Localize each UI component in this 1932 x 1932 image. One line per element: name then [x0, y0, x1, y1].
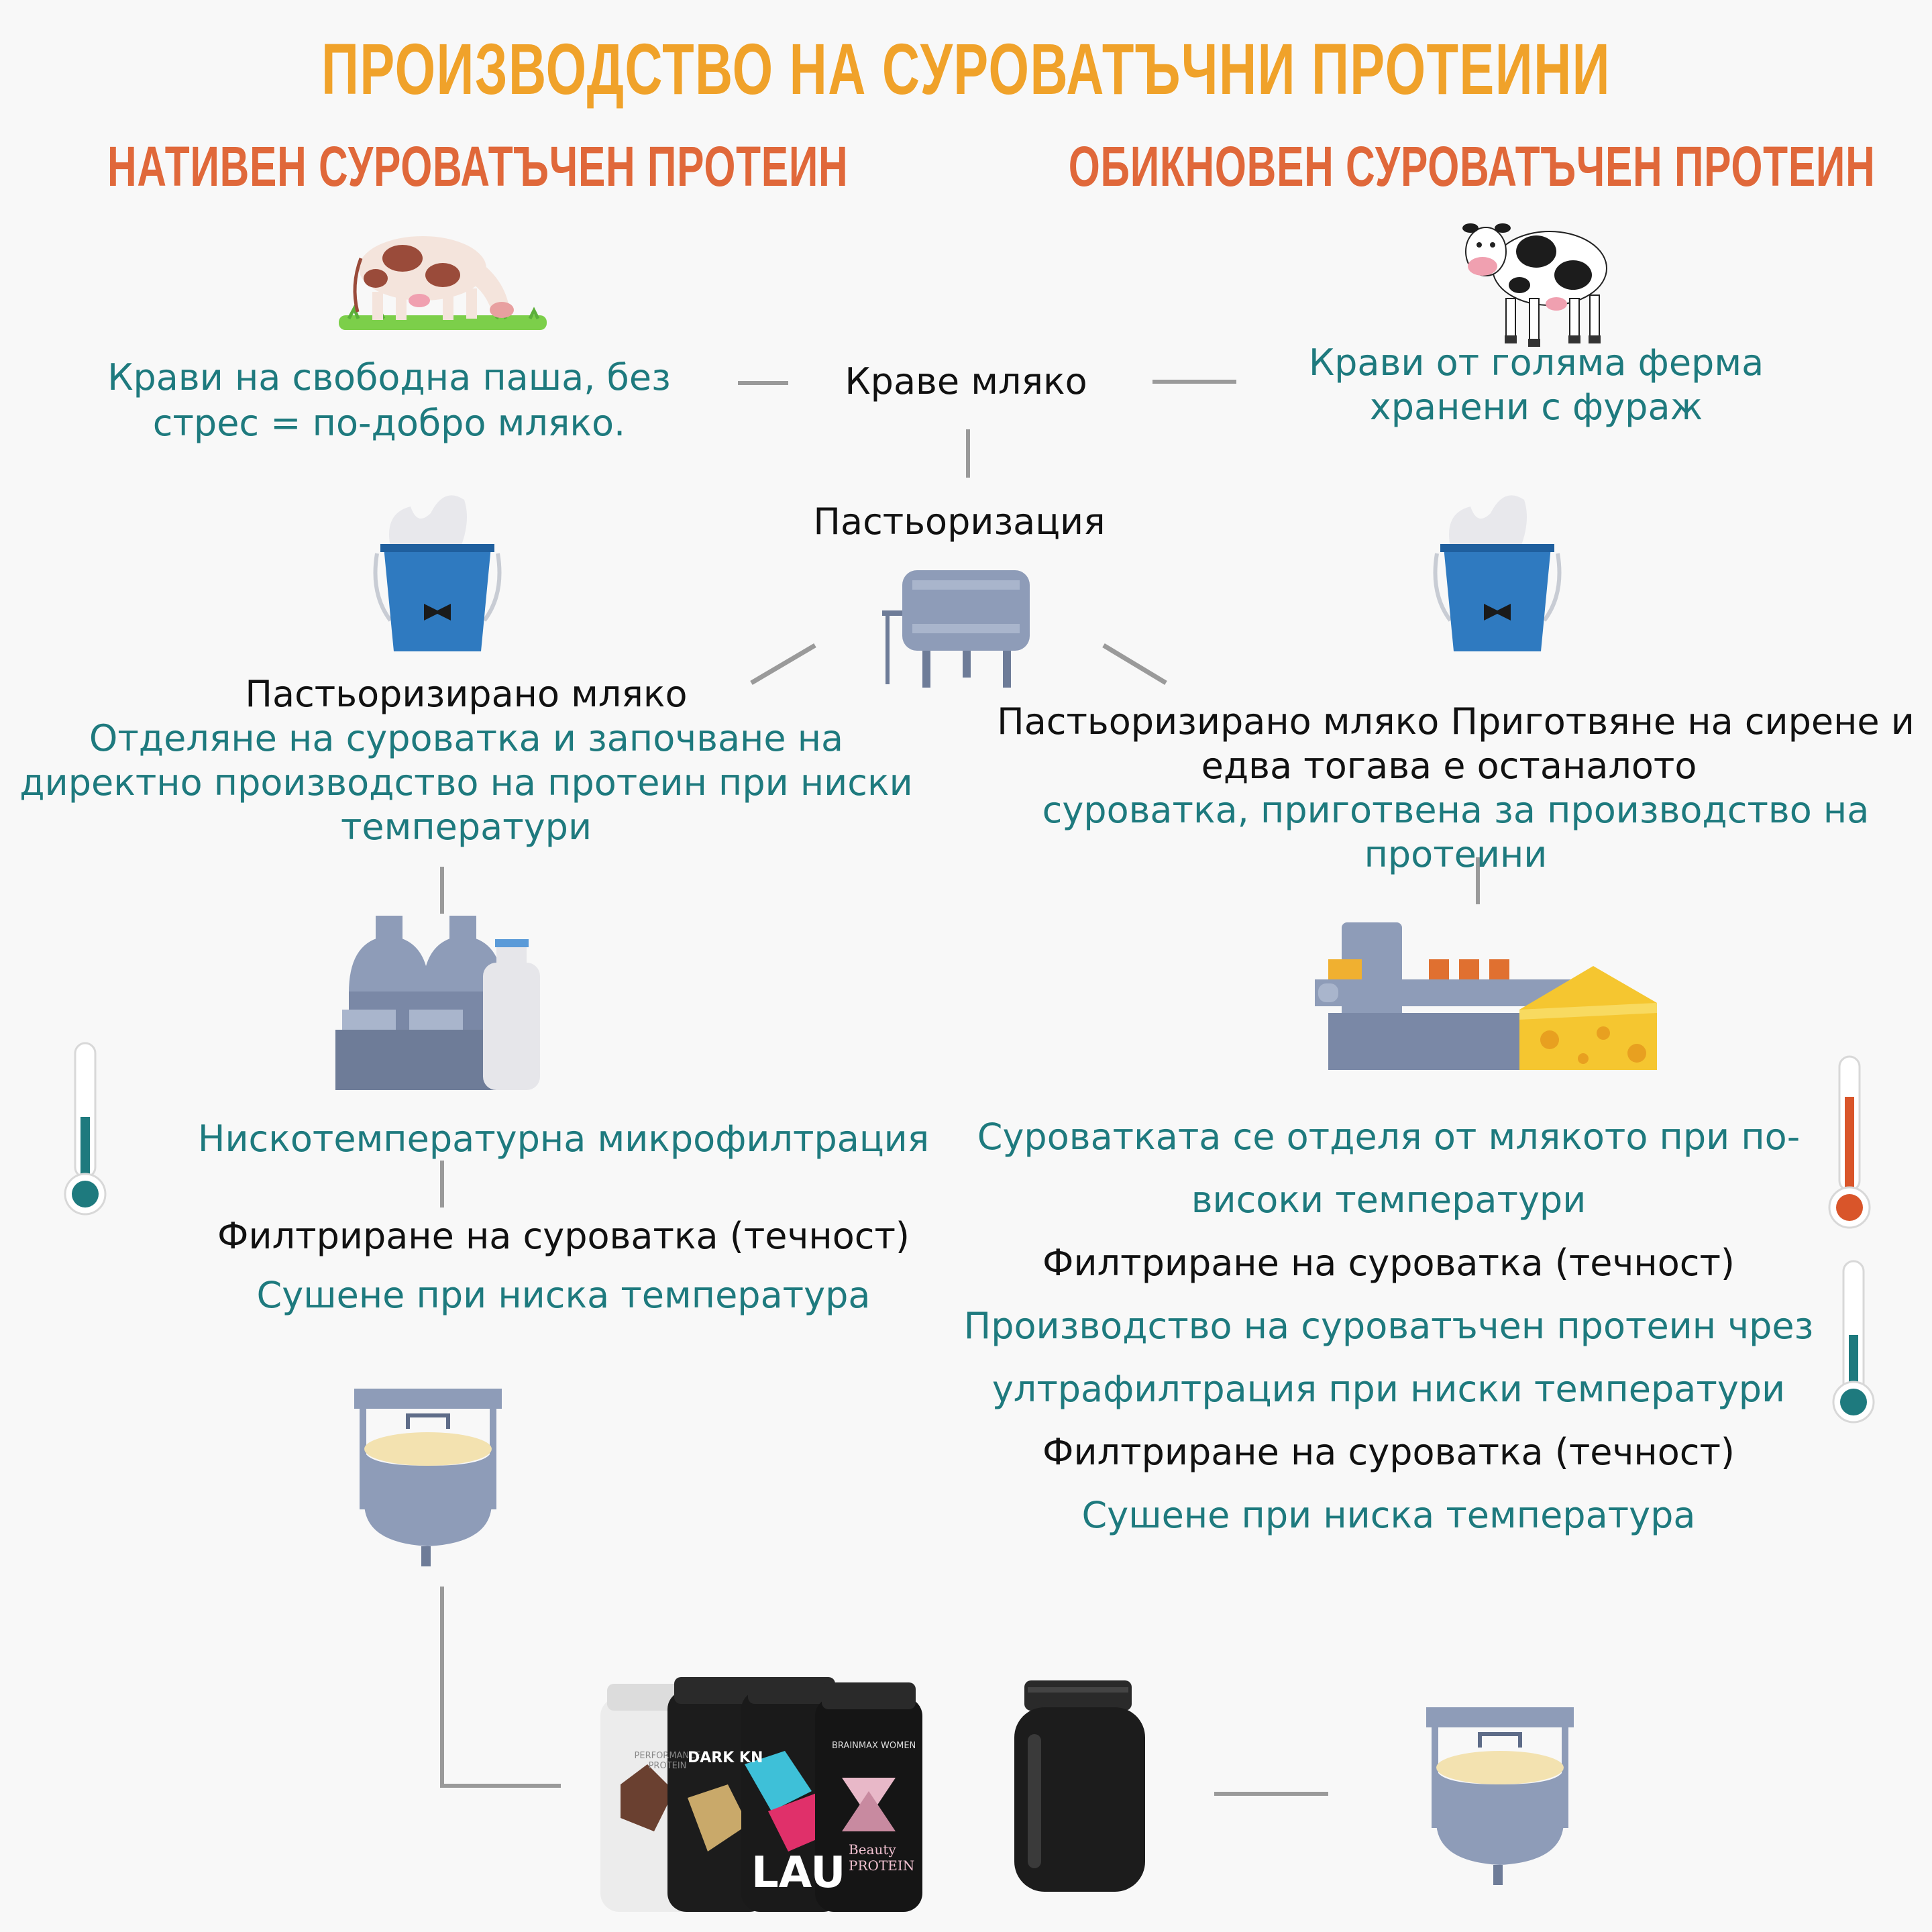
jar-3-label: LAU [751, 1848, 846, 1898]
page-title: ПРОИЗВОДСТВО НА СУРОВАТЪЧНИ ПРОТЕИНИ [321, 28, 1611, 109]
right-pasteurized-2: едва тогава е останалото [1201, 745, 1697, 787]
right-heading: ОБИКНОВЕН СУРОВАТЪЧЕН ПРОТЕИН [1068, 135, 1875, 198]
cow-milk-label: Краве мляко [845, 360, 1087, 402]
left-separation-1: Отделяне на суроватка и започване на [89, 717, 844, 759]
cold-thermometer-icon [1832, 1260, 1875, 1424]
jar-4-brand: BRAINMAX WOMEN [832, 1741, 916, 1751]
right-cows-text-2: хранени с фураж [1369, 386, 1703, 428]
milk-bucket-icon [373, 495, 502, 651]
pasteurization-label: Пастьоризация [813, 500, 1106, 543]
right-drying: Сушене при ниска температура [1081, 1494, 1696, 1536]
left-pasteurized-label: Пастьоризирано мляко [245, 673, 688, 715]
drying-vat-icon [1426, 1707, 1574, 1885]
left-microfiltration: Нискотемпературна микрофилтрация [197, 1118, 930, 1160]
left-separation-3: температури [340, 806, 592, 848]
connector-left-down [440, 1587, 444, 1788]
jar-1-label: PERFORMANCE PROTEIN [634, 1751, 701, 1771]
right-separation-2: високи температури [1191, 1179, 1587, 1221]
drying-vat-icon [354, 1389, 502, 1566]
pasteurizer-machine-icon [882, 570, 1030, 688]
connector-left-products [440, 1784, 561, 1788]
jar-4-label: Beauty PROTEIN [849, 1841, 915, 1874]
cheese-factory-icon [1315, 922, 1657, 1070]
right-pasteurized-1: Пастьоризирано мляко Приготвяне на сирен… [997, 700, 1915, 743]
connector-left-cows [738, 381, 788, 385]
right-ultrafiltration-2: ултрафилтрация при ниски температури [991, 1368, 1786, 1410]
left-filtering: Филтриране на суроватка (течност) [217, 1215, 910, 1257]
left-cows-text-2: стрес = по-добро мляко. [152, 402, 626, 444]
milk-bucket-icon [1433, 495, 1562, 651]
native-protein-products: PERFORMANCE PROTEIN DARK KN LAU BRAINMAX… [600, 1677, 969, 1919]
hot-thermometer-icon [1828, 1055, 1871, 1229]
left-cows-text-1: Крави на свободна паша, без [107, 356, 671, 398]
connector-left-microfiltration [440, 1161, 444, 1208]
connector-right-cows [1152, 380, 1236, 384]
left-separation-2: директно производство на протеин при нис… [19, 761, 913, 804]
right-filtering-2: Филтриране на суроватка (течност) [1042, 1431, 1735, 1473]
farm-cow-icon [1462, 223, 1607, 347]
protein-jars-icon [600, 1677, 922, 1912]
dairy-factory-icon [335, 916, 540, 1090]
connector-milk-pasteurization [966, 429, 970, 478]
left-heading: НАТИВЕН СУРОВАТЪЧЕН ПРОТЕИН [107, 135, 849, 198]
connector-left-separation [440, 867, 444, 914]
cold-thermometer-icon [64, 1042, 107, 1216]
jar-2-label: DARK KN [688, 1750, 763, 1766]
left-drying: Сушене при ниска температура [256, 1274, 871, 1316]
grazing-cow-icon [339, 236, 547, 330]
right-ultrafiltration-1: Производство на суроватъчен протеин чрез [963, 1305, 1814, 1347]
right-separation-1: Суроватката се отделя от млякото при по- [977, 1116, 1801, 1158]
right-cows-text-1: Крави от голяма ферма [1308, 341, 1764, 384]
plain-protein-jar-icon [1014, 1680, 1145, 1892]
connector-right-whey [1476, 857, 1480, 904]
right-filtering-1: Филтриране на суроватка (течност) [1042, 1242, 1735, 1284]
right-whey-1: суроватка, приготвена за производство на [1042, 789, 1870, 831]
connector-right-products [1214, 1792, 1328, 1796]
right-whey-2: протеини [1364, 833, 1548, 875]
